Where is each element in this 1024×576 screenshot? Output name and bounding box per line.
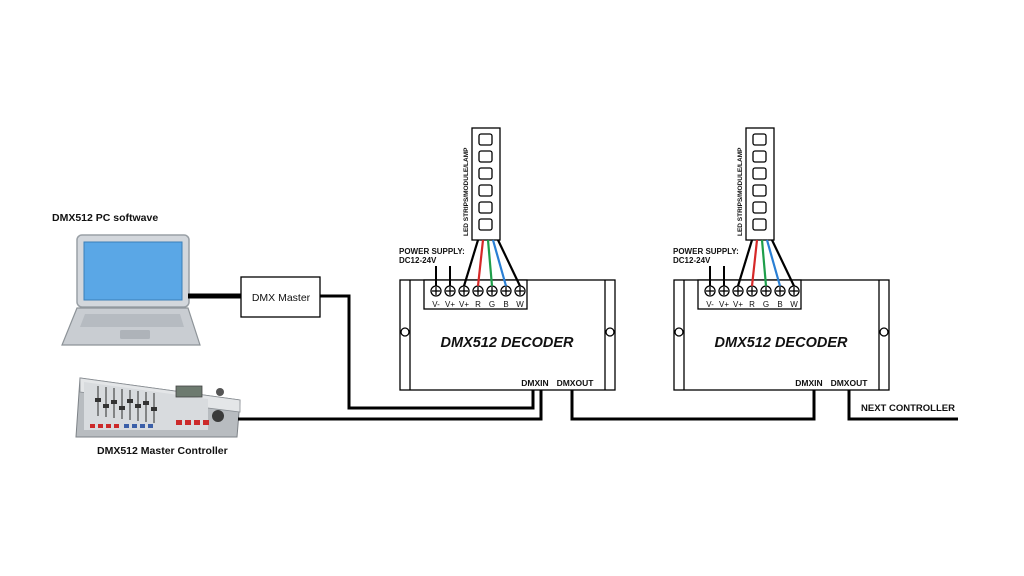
terminal-label: V-: [706, 300, 714, 309]
master-controller-cable: [238, 390, 543, 421]
decoder-1-voltage-label: DC12-24V: [399, 256, 437, 265]
decoder-1-dmxout-label: DMXOUT: [557, 378, 595, 388]
led-wire-blue: [491, 239, 508, 287]
led-wire-black: [736, 239, 754, 287]
terminal-label: B: [777, 300, 782, 309]
decoder-2-power-label: POWER SUPPLY:: [673, 247, 739, 256]
decoder-2-title: DMX512 DECODER: [715, 335, 848, 351]
decoder-2-dmxout-label: DMXOUT: [831, 378, 869, 388]
master-controller-icon: [75, 377, 241, 438]
decoder-2: V- V+ V+ R G B W DMX512 DECODER DMXIN DM…: [673, 127, 890, 391]
terminal-label: R: [749, 300, 755, 309]
led-wire-red: [476, 239, 485, 287]
decoder-2-led-label: LED STRIPS/MODULE/LAMP: [737, 147, 744, 236]
terminal-label: V-: [432, 300, 440, 309]
decoder-1-power-label: POWER SUPPLY:: [399, 247, 465, 256]
decoder-2-voltage-label: DC12-24V: [673, 256, 711, 265]
terminal-label: B: [503, 300, 508, 309]
laptop-icon: [61, 234, 201, 346]
led-wire-white: [771, 239, 795, 287]
terminal-label: G: [489, 300, 495, 309]
terminal-label: V+: [733, 300, 743, 309]
decoder-2-terminals: V- V+ V+ R G B W: [704, 285, 800, 309]
dmx-master-label: DMX Master: [252, 292, 311, 304]
decoder-link-cable: [570, 390, 816, 421]
led-wire-green: [486, 239, 494, 287]
terminal-label: G: [763, 300, 769, 309]
master-controller-label: DMX512 Master Controller: [97, 445, 228, 457]
decoder-1-title: DMX512 DECODER: [441, 335, 574, 351]
led-wire-black: [462, 239, 480, 287]
led-wire-green: [760, 239, 768, 287]
dmx-master-cable: [320, 294, 535, 410]
terminal-label: W: [790, 300, 798, 309]
next-controller-label: NEXT CONTROLLER: [861, 403, 955, 414]
led-wire-white: [497, 239, 521, 287]
led-wire-red: [750, 239, 759, 287]
terminal-label: V+: [459, 300, 469, 309]
terminal-label: V+: [719, 300, 729, 309]
next-controller-cable: [847, 390, 958, 421]
terminal-label: W: [516, 300, 524, 309]
dmx-master-box: [240, 276, 321, 318]
decoder-2-dmxin-label: DMXIN: [795, 378, 822, 388]
led-wire-blue: [765, 239, 782, 287]
decoder-1-dmxin-label: DMXIN: [521, 378, 548, 388]
decoder-1: V- V+ V+ R G B W DMX512 DECODER DMXIN DM…: [399, 127, 616, 391]
pc-software-label: DMX512 PC softwave: [52, 212, 158, 224]
terminal-label: V+: [445, 300, 455, 309]
terminal-label: R: [475, 300, 481, 309]
decoder-1-led-label: LED STRIPS/MODULE/LAMP: [463, 147, 470, 236]
